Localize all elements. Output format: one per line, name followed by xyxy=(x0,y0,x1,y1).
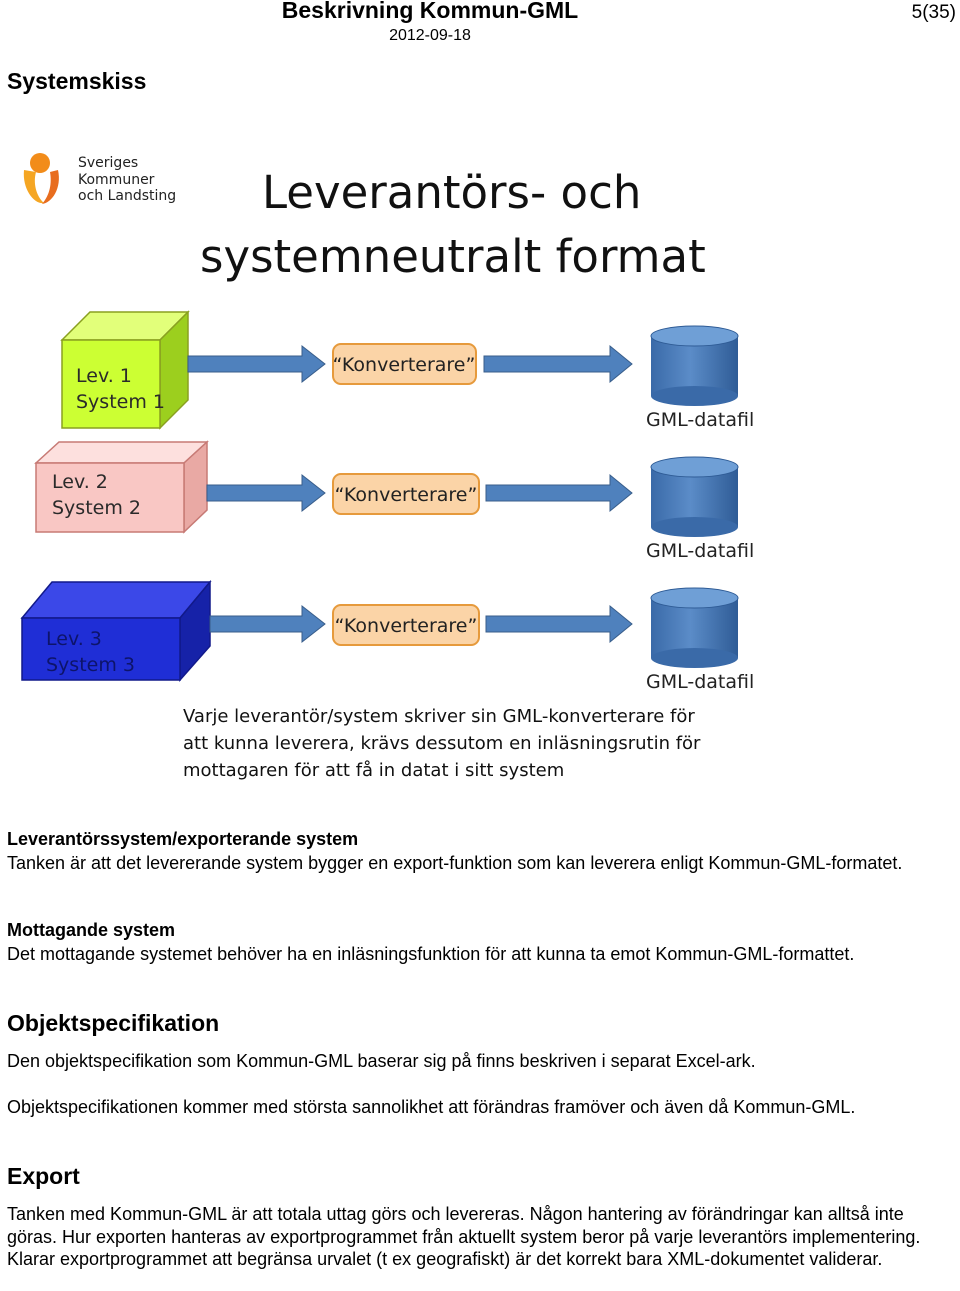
system-sketch-figure: Sveriges Kommuner och Landsting Leverant… xyxy=(20,153,754,781)
paragraph-leverantorssystem: Tanken är att det levererande system byg… xyxy=(7,853,903,873)
paragraph-export: Tanken med Kommun-GML är att totala utta… xyxy=(7,1204,921,1269)
figure-title-line-1: Leverantörs- och xyxy=(262,166,641,219)
heading-export: Export xyxy=(7,1163,80,1189)
skl-logo-mark-icon xyxy=(23,153,59,204)
system-3-line-1: Lev. 3 xyxy=(46,628,102,650)
system-2-box: Lev. 2 System 2 xyxy=(34,440,209,534)
logo-line-1: Sveriges xyxy=(78,155,138,171)
figure-caption-line-3: mottagaren för att få in datat i sitt sy… xyxy=(183,760,564,781)
system-1-line-1: Lev. 1 xyxy=(76,365,132,387)
system-3-box: Lev. 3 System 3 xyxy=(20,579,212,682)
database-cylinder-icon xyxy=(650,456,739,537)
figure-title-line-2: systemneutralt format xyxy=(200,230,706,283)
skl-logo: Sveriges Kommuner och Landsting xyxy=(23,153,176,204)
gml-file-2-label: GML-datafil xyxy=(646,540,754,562)
gml-file-1-label: GML-datafil xyxy=(646,409,754,431)
arrow-right-icon xyxy=(483,344,633,384)
figure-caption-line-2: att kunna leverera, krävs dessutom en in… xyxy=(183,733,701,754)
logo-line-3: och Landsting xyxy=(78,188,176,204)
database-cylinder-icon xyxy=(650,587,739,668)
section-heading-systemskiss: Systemskiss xyxy=(7,68,147,94)
system-2-line-1: Lev. 2 xyxy=(52,471,108,493)
database-cylinder-icon xyxy=(650,325,739,406)
system-1-line-2: System 1 xyxy=(76,391,165,413)
paragraph-objektspecifikation-2: Objektspecifikationen kommer med största… xyxy=(7,1097,856,1117)
converter-1: “Konverterare” xyxy=(332,343,477,385)
arrow-right-icon xyxy=(485,473,633,513)
converter-3: “Konverterare” xyxy=(332,604,480,646)
system-3-line-2: System 3 xyxy=(46,654,135,676)
system-2-line-2: System 2 xyxy=(52,497,141,519)
heading-leverantorssystem: Leverantörssystem/exporterande system xyxy=(7,829,359,849)
figure-caption-line-1: Varje leverantör/system skriver sin GML-… xyxy=(183,706,695,727)
document-title: Beskrivning Kommun-GML xyxy=(281,0,579,23)
document-date: 2012-09-18 xyxy=(389,27,471,44)
converter-1-label: “Konverterare” xyxy=(333,354,476,376)
converter-2: “Konverterare” xyxy=(332,473,480,515)
gml-file-3-label: GML-datafil xyxy=(646,671,754,693)
arrow-right-icon xyxy=(206,473,326,513)
arrow-right-icon xyxy=(485,604,633,644)
heading-mottagande-system: Mottagande system xyxy=(7,920,176,940)
system-1-box: Lev. 1 System 1 xyxy=(60,310,190,430)
logo-line-2: Kommuner xyxy=(78,172,155,188)
converter-2-label: “Konverterare” xyxy=(335,484,478,506)
paragraph-objektspecifikation-1: Den objektspecifikation som Kommun-GML b… xyxy=(7,1051,756,1071)
heading-objektspecifikation: Objektspecifikation xyxy=(7,1010,220,1036)
arrow-right-icon xyxy=(209,604,326,644)
arrow-right-icon xyxy=(187,344,326,384)
paragraph-mottagande-system: Det mottagande systemet behöver ha en in… xyxy=(7,944,855,964)
page-number: 5(35) xyxy=(911,2,956,23)
converter-3-label: “Konverterare” xyxy=(335,615,478,637)
